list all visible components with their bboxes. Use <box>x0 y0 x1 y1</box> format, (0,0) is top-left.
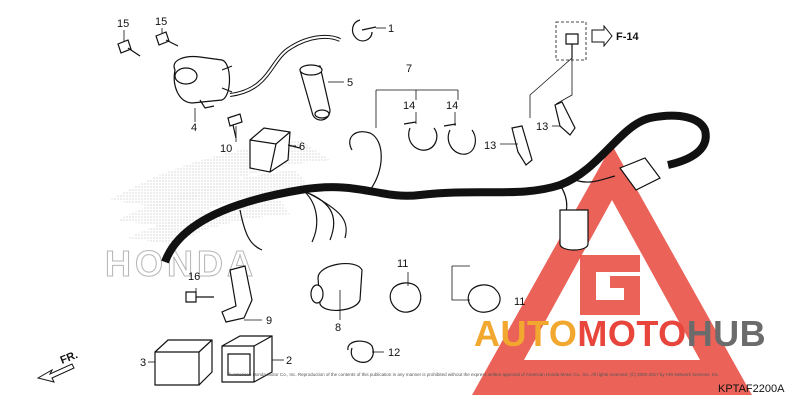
callout-13b: 13 <box>536 121 548 133</box>
callout-1: 1 <box>388 23 394 35</box>
diagram-code: KPTAF2200A <box>718 383 785 395</box>
callout-5: 5 <box>347 77 353 89</box>
front-direction: FR. <box>36 349 80 383</box>
callout-12: 12 <box>388 347 400 359</box>
watermark-triangle <box>472 145 752 395</box>
part-14-clamp-b <box>443 123 476 155</box>
part-16-bolt <box>185 291 214 303</box>
watermark-inner-mark <box>580 255 640 315</box>
part-15-bolt-b <box>155 31 179 47</box>
copyright-line: © American Honda Motor Co., Inc. Reprodu… <box>228 371 719 377</box>
ref-page-label: F-14 <box>616 31 640 43</box>
callout-14b: 14 <box>446 100 458 112</box>
callout-2: 2 <box>286 355 292 367</box>
part-12-clamp <box>347 340 374 363</box>
watermark-moto: MOTO <box>577 313 686 354</box>
front-arrow-icon <box>36 363 75 383</box>
callout-11a: 11 <box>397 258 408 270</box>
callout-labels: 1 2 3 4 5 6 7 8 9 10 11 11 12 13 13 14 1… <box>117 16 548 369</box>
part-4-ignition-coil <box>173 55 233 109</box>
part-11-band-b <box>467 284 501 313</box>
part-10-bolt <box>227 113 243 139</box>
watermark-hub: HUB <box>687 313 767 354</box>
ref-bolt <box>565 33 579 58</box>
svg-text:AUTOMOTOHUB: AUTOMOTOHUB <box>474 313 766 354</box>
arrow-right-icon <box>591 24 613 48</box>
callout-7: 7 <box>406 63 412 75</box>
leader-lines <box>123 27 573 363</box>
callout-4: 4 <box>191 122 197 134</box>
ref-box <box>555 21 613 61</box>
part-13-strap-b <box>554 101 576 136</box>
callout-15b: 15 <box>155 16 167 28</box>
callout-11b: 11 <box>514 296 525 308</box>
part-6-module <box>249 127 301 173</box>
part-1-clip <box>351 19 377 42</box>
part-13-strap-a <box>511 125 533 166</box>
watermark-auto: AUTO <box>474 313 577 354</box>
callout-13a: 13 <box>484 140 496 152</box>
automotohub-watermark: AUTOMOTOHUB <box>472 145 766 395</box>
part-3-unit <box>154 339 213 386</box>
honda-wordmark: HONDA <box>105 243 257 284</box>
wire-harness <box>161 111 710 264</box>
part-14-clamp-a <box>403 121 438 151</box>
harness-connector <box>559 157 661 251</box>
front-label: FR. <box>59 349 80 367</box>
part-8-grommet <box>310 263 363 311</box>
callout-10: 10 <box>220 143 232 155</box>
part-11-band-a <box>389 282 422 313</box>
callout-9: 9 <box>266 315 272 327</box>
callout-6: 6 <box>299 141 305 153</box>
part-2-unit <box>221 335 273 383</box>
part-15-bolt-a <box>117 39 141 57</box>
part-5-spark-plug-cap <box>299 64 331 121</box>
callout-15a: 15 <box>117 18 129 30</box>
callout-14a: 14 <box>403 100 415 112</box>
callout-8: 8 <box>335 322 341 334</box>
callout-3: 3 <box>140 357 146 369</box>
callout-16: 16 <box>188 271 200 283</box>
part-9-bracket <box>221 265 253 323</box>
